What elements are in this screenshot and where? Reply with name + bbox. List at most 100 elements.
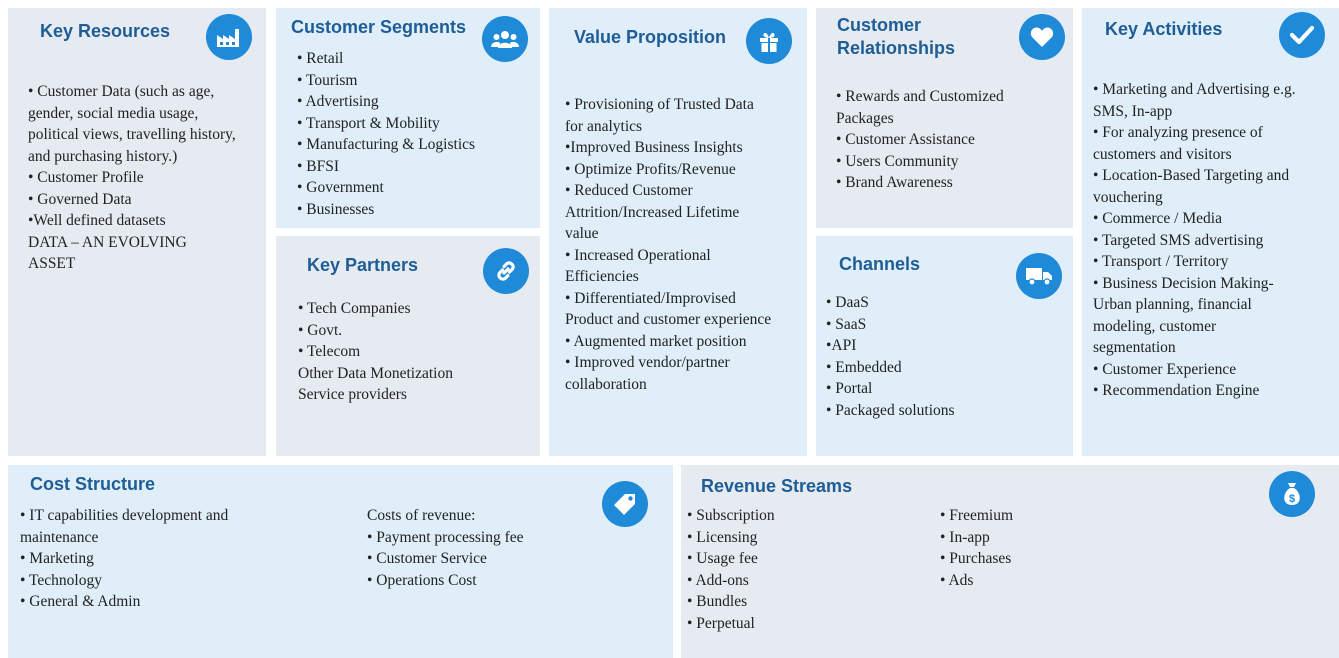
list-item: Attrition/Increased Lifetime: [565, 203, 740, 221]
list-item: Other Data Monetization: [298, 364, 453, 382]
list-item: • Differentiated/Improvised: [565, 289, 736, 307]
list-item: • Optimize Profits/Revenue: [565, 160, 736, 178]
list-item: • Licensing: [687, 528, 758, 546]
list-item: and purchasing history.): [28, 147, 178, 165]
heart-icon: [1019, 14, 1065, 60]
value-proposition-title: Value Proposition: [574, 27, 727, 47]
key-resources-title: Key Resources: [40, 21, 171, 41]
list-item: collaboration: [565, 375, 647, 393]
list-item: • Commerce / Media: [1093, 210, 1222, 227]
list-item: • Government: [297, 179, 384, 196]
list-item: •API: [826, 337, 857, 354]
list-item: • Governed Data: [28, 190, 132, 208]
list-item: • Manufacturing & Logistics: [297, 136, 476, 153]
list-item: • Targeted SMS advertising: [1093, 231, 1264, 249]
list-item: customers and visitors: [1093, 145, 1232, 163]
factory-icon: [206, 14, 252, 60]
cost-structure-left-list: • IT capabilities development and mainte…: [20, 505, 228, 613]
list-item: • Purchases: [940, 550, 1012, 567]
list-item: Product and customer experience: [565, 311, 772, 328]
users-icon: [482, 16, 528, 62]
channels-list: • DaaS • SaaS •API • Embedded • Portal •…: [826, 292, 955, 421]
list-item: • Transport & Mobility: [297, 114, 440, 132]
list-item: • Rewards and Customized: [836, 88, 1004, 105]
list-item: • Portal: [826, 380, 873, 397]
customer-segments-box: Customer Segments • Retail • Tourism • A…: [276, 8, 540, 228]
list-item: • Customer Service: [367, 550, 487, 567]
list-item: • Transport / Territory: [1093, 253, 1229, 270]
list-item: modeling, customer: [1093, 317, 1217, 335]
list-item: • Brand Awareness: [836, 174, 953, 191]
customer-relationships-box: Customer Relationships • Rewards and Cus…: [816, 8, 1073, 228]
list-item: • Technology: [20, 571, 102, 589]
key-resources-box: Key Resources • Customer Data (such as a…: [8, 8, 266, 456]
list-item: • Tourism: [297, 71, 358, 89]
list-item: • Govt.: [298, 321, 343, 339]
list-item: ASSET: [28, 255, 76, 272]
list-item: segmentation: [1093, 339, 1176, 356]
list-item: • Location-Based Targeting and: [1093, 167, 1290, 184]
list-item: • Businesses: [297, 200, 375, 218]
list-item: Service providers: [298, 386, 407, 403]
list-item: • Embedded: [826, 358, 902, 376]
list-item: • Ads: [940, 571, 974, 589]
customer-relationships-title-line2: Relationships: [837, 38, 956, 58]
list-item: Urban planning, financial: [1093, 296, 1252, 313]
list-item: vouchering: [1093, 188, 1163, 206]
list-item: • In-app: [940, 528, 990, 546]
list-item: • Payment processing fee: [367, 528, 524, 546]
revenue-streams-right-list: • Freemium • In-app • Purchases • Ads: [940, 505, 1013, 591]
list-item: • Marketing and Advertising e.g.: [1093, 81, 1296, 98]
list-item: • Customer Profile: [28, 169, 144, 186]
list-item: • BFSI: [297, 157, 340, 175]
list-item: value: [565, 225, 599, 242]
money-bag-icon: $: [1269, 471, 1315, 517]
channels-box: Channels • DaaS • SaaS •API • Embedded •…: [816, 236, 1073, 456]
list-item: • Bundles: [687, 593, 748, 610]
list-item: SMS, In-app: [1093, 102, 1173, 120]
list-item: for analytics: [565, 117, 643, 135]
list-item: • IT capabilities development and: [20, 507, 229, 524]
list-item: • Packaged solutions: [826, 401, 955, 419]
list-item: • Customer Data (such as age,: [28, 83, 215, 100]
list-item: • Users Community: [836, 152, 959, 170]
list-item: Efficiencies: [565, 268, 639, 285]
list-item: • Advertising: [297, 93, 379, 110]
list-item: • Reduced Customer: [565, 182, 693, 199]
list-item: • Retail: [297, 50, 344, 67]
customer-segments-title: Customer Segments: [291, 17, 467, 37]
list-item: • Augmented market position: [565, 332, 747, 350]
value-proposition-list: • Provisioning of Trusted Data for analy…: [565, 94, 771, 395]
list-item: Packages: [836, 109, 894, 127]
channels-title: Channels: [839, 254, 921, 274]
key-partners-list: • Tech Companies • Govt. • Telecom Other…: [298, 298, 453, 406]
list-item: •Well defined datasets: [28, 212, 166, 229]
list-item: • Perpetual: [687, 614, 755, 632]
list-item: •Improved Business Insights: [565, 139, 743, 156]
svg-text:$: $: [1289, 493, 1295, 505]
list-item: • Customer Assistance: [836, 131, 975, 148]
cost-structure-box: Cost Structure • IT capabilities develop…: [8, 465, 673, 658]
customer-relationships-title-line1: Customer: [837, 15, 922, 35]
list-item: political views, travelling history,: [28, 126, 236, 143]
list-item: • For analyzing presence of: [1093, 124, 1263, 141]
cost-structure-right-list: Costs of revenue: • Payment processing f…: [367, 505, 524, 591]
list-item: • Tech Companies: [298, 300, 411, 317]
customer-segments-list: • Retail • Tourism • Advertising • Trans…: [297, 48, 475, 220]
list-item: • SaaS: [826, 315, 867, 333]
list-item: • Telecom: [298, 343, 361, 360]
list-item: • Operations Cost: [367, 571, 477, 589]
list-item: • Marketing: [20, 550, 94, 567]
value-proposition-box: Value Proposition • Provisioning of Trus…: [549, 8, 807, 456]
revenue-streams-box: Revenue Streams $ • Subscription • Licen…: [681, 465, 1339, 658]
list-item: • Increased Operational: [565, 246, 711, 264]
customer-relationships-list: • Rewards and Customized Packages • Cust…: [836, 86, 1004, 194]
key-partners-title: Key Partners: [307, 255, 419, 275]
price-tag-icon: [602, 481, 648, 527]
revenue-streams-left-list: • Subscription • Licensing • Usage fee •…: [687, 505, 775, 634]
link-icon: [483, 248, 529, 294]
key-activities-title: Key Activities: [1105, 19, 1223, 39]
key-partners-box: Key Partners • Tech Companies • Govt. • …: [276, 236, 540, 456]
key-activities-list: • Marketing and Advertising e.g. SMS, In…: [1093, 79, 1296, 402]
list-item: • Business Decision Making-: [1093, 274, 1274, 292]
